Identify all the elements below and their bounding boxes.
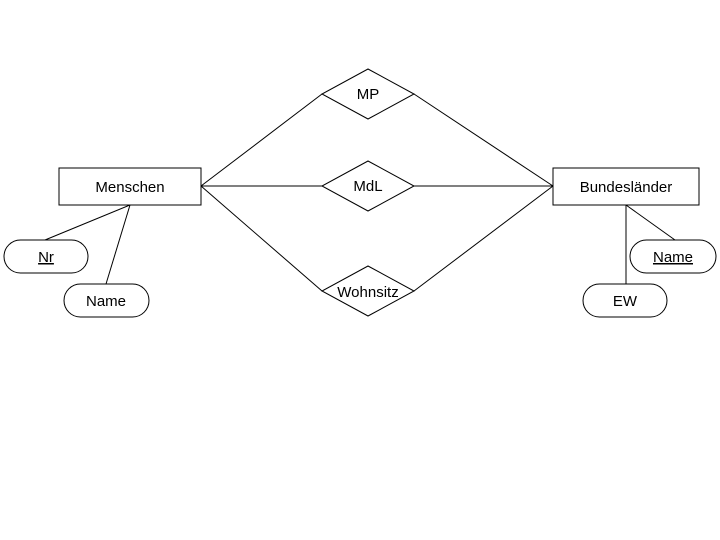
edge-mp-bundeslaender xyxy=(413,93,554,187)
entity-bundeslaender[interactable]: Bundesländer xyxy=(552,167,700,206)
relationship-mdl[interactable]: MdL xyxy=(320,160,416,212)
attribute-menschen-nr-oval xyxy=(3,239,89,274)
entity-menschen-box xyxy=(58,167,202,206)
relationship-wohnsitz-diamond xyxy=(320,265,416,317)
edge-menschen-mp xyxy=(200,93,323,187)
edge-menschen-name xyxy=(105,204,131,285)
entity-menschen-label: Menschen xyxy=(95,179,164,196)
relationship-mdl-label: MdL xyxy=(353,178,382,195)
attribute-menschen-name-oval xyxy=(63,283,150,318)
relationship-mp-label: MP xyxy=(357,86,380,103)
relationship-wohnsitz[interactable]: Wohnsitz xyxy=(320,265,416,317)
entity-menschen[interactable]: Menschen xyxy=(58,167,202,206)
edge-bundeslaender-name xyxy=(625,204,676,241)
attribute-bundeslaender-name[interactable]: Name xyxy=(629,239,717,274)
edge-menschen-wohnsitz xyxy=(200,185,323,292)
relationship-mdl-diamond xyxy=(320,160,416,212)
attribute-menschen-nr-label: Nr xyxy=(38,249,54,266)
relationship-wohnsitz-label: Wohnsitz xyxy=(337,284,398,301)
attribute-bundeslaender-ew[interactable]: EW xyxy=(582,283,668,318)
attribute-bundeslaender-name-oval xyxy=(629,239,717,274)
attribute-bundeslaender-ew-oval xyxy=(582,283,668,318)
connectors xyxy=(44,93,676,292)
edge-wohnsitz-bundeslaender xyxy=(413,185,554,292)
relationship-mp-diamond xyxy=(320,68,416,120)
edge-menschen-nr xyxy=(44,204,131,241)
attribute-menschen-name[interactable]: Name xyxy=(63,283,150,318)
entity-bundeslaender-label: Bundesländer xyxy=(580,179,673,196)
relationship-mp[interactable]: MP xyxy=(320,68,416,120)
attribute-menschen-name-label: Name xyxy=(86,293,126,310)
attribute-menschen-nr[interactable]: Nr xyxy=(3,239,89,274)
attribute-bundeslaender-name-label: Name xyxy=(653,249,693,266)
attribute-bundeslaender-ew-label: EW xyxy=(613,293,638,310)
entity-bundeslaender-box xyxy=(552,167,700,206)
